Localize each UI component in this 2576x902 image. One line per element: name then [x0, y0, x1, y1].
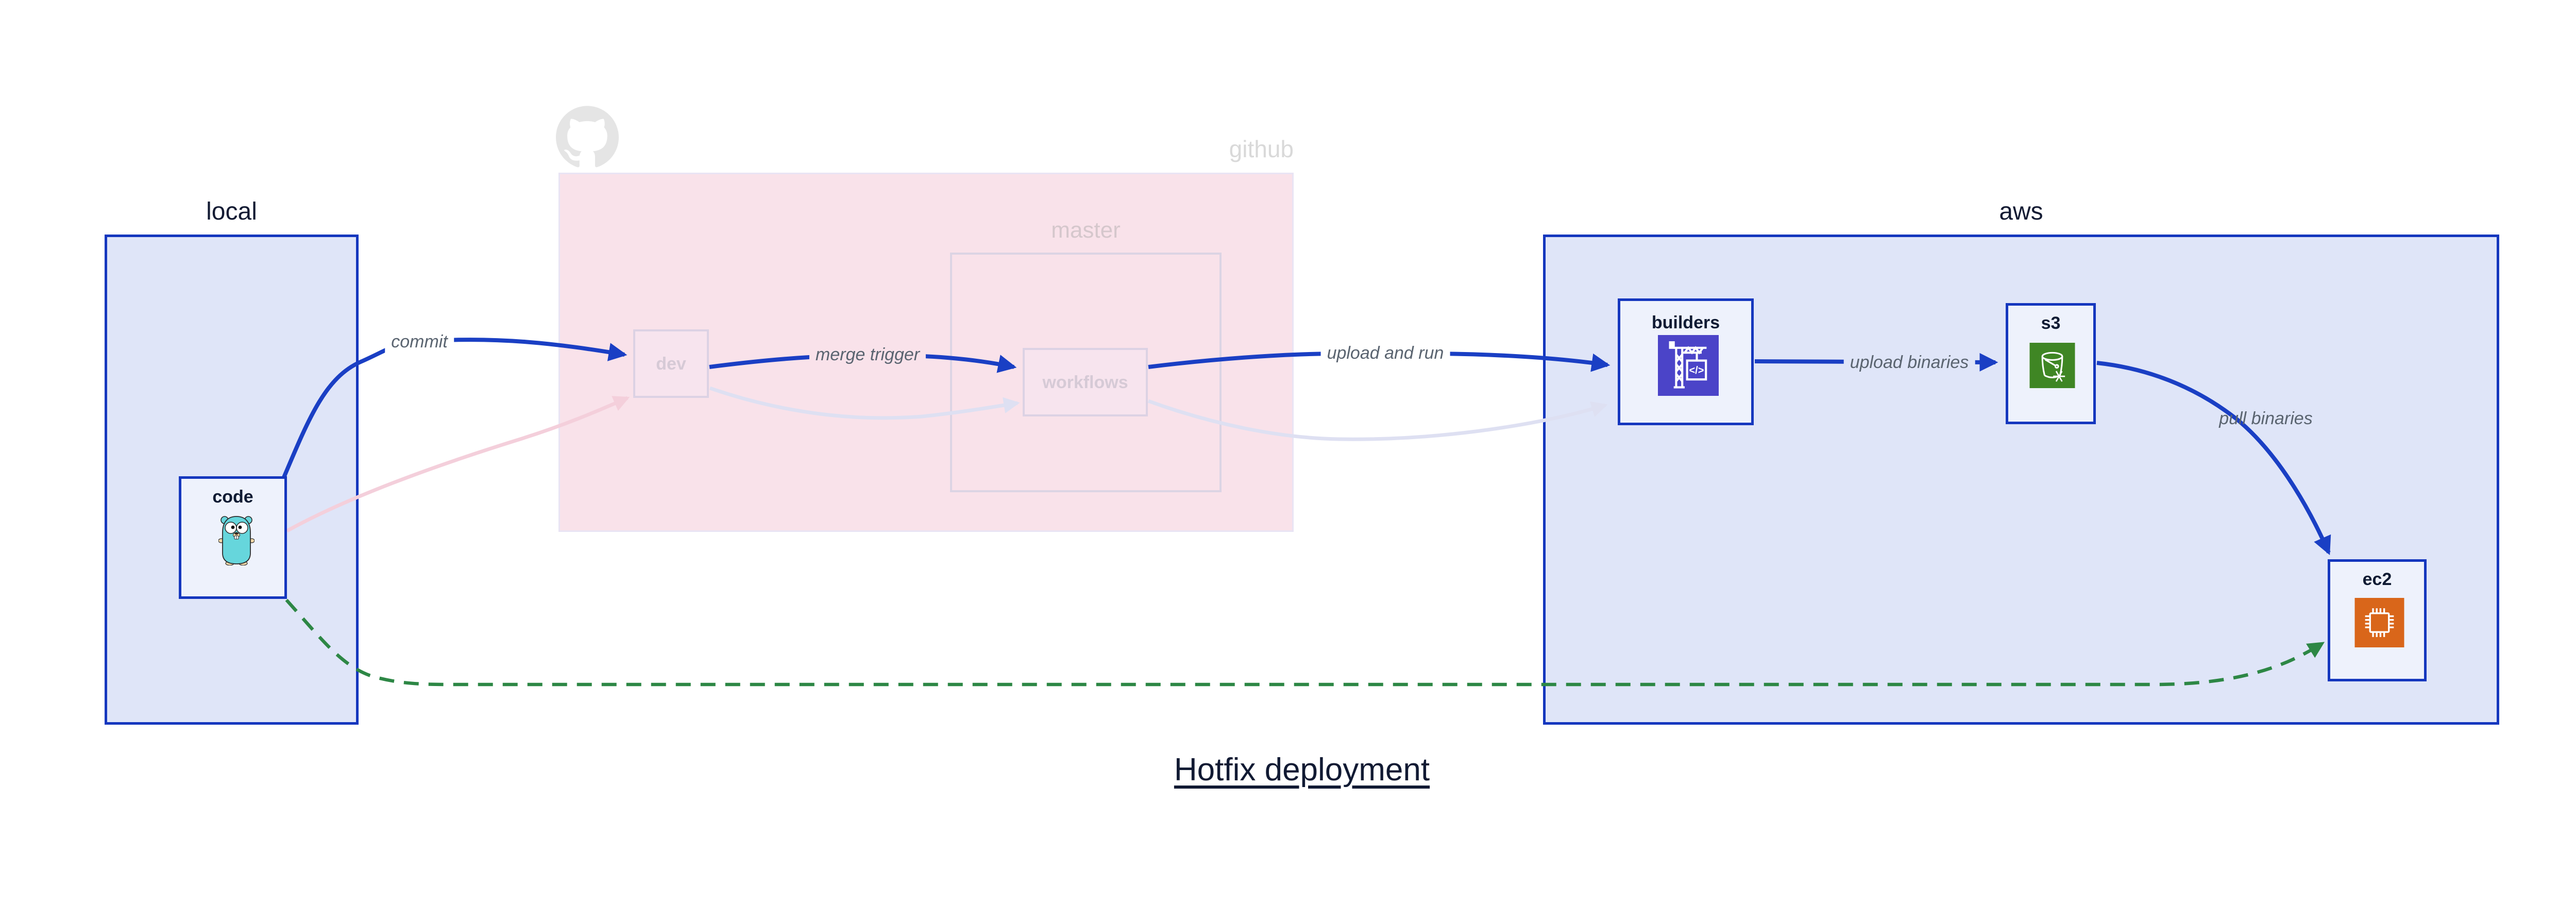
- node-s3: s3: [2006, 303, 2096, 424]
- github-octocat-icon: [556, 106, 619, 168]
- diagram-title: Hotfix deployment: [1174, 752, 1430, 788]
- node-ec2-label: ec2: [2362, 570, 2392, 589]
- aws-s3-glacier-icon: [2029, 343, 2075, 388]
- local-container-label: local: [206, 198, 257, 225]
- node-builders: builders </>: [1618, 298, 1754, 425]
- master-container: [950, 253, 1222, 492]
- edge-code-to-dev-faded: [286, 396, 630, 533]
- edge-label-pull-binaries: pull binaries: [2219, 409, 2313, 428]
- edge-label-merge-trigger: merge trigger: [809, 343, 926, 366]
- node-s3-label: s3: [2041, 313, 2061, 333]
- node-dev: dev: [633, 329, 709, 398]
- edge-label-upload-binaries: upload binaries: [1843, 350, 1975, 374]
- node-code-label: code: [212, 487, 253, 507]
- edge-label-commit: commit: [385, 330, 454, 354]
- aws-container-label: aws: [1999, 198, 2043, 225]
- master-container-label: master: [1051, 218, 1121, 243]
- go-gopher-icon: [218, 516, 255, 565]
- node-dev-label: dev: [656, 354, 686, 374]
- edge-workflows-to-builders-faded: [1147, 399, 1608, 441]
- edge-pull-binaries: [2096, 361, 2331, 555]
- edge-hotfix-dashed: [285, 598, 2325, 687]
- node-workflows: workflows: [1023, 348, 1148, 416]
- edge-label-upload-and-run: upload and run: [1320, 341, 1450, 365]
- node-builders-label: builders: [1651, 313, 1720, 332]
- edge-commit: [282, 338, 628, 478]
- github-container-label: github: [1229, 136, 1294, 162]
- node-code: code: [179, 476, 287, 599]
- svg-text:</>: </>: [1689, 365, 1704, 376]
- aws-codebuild-icon: </>: [1658, 335, 1719, 396]
- aws-ec2-icon: [2354, 598, 2404, 647]
- node-ec2: ec2: [2328, 559, 2427, 681]
- edge-dev-to-workflows-faded: [709, 386, 1020, 420]
- node-workflows-label: workflows: [1042, 372, 1128, 392]
